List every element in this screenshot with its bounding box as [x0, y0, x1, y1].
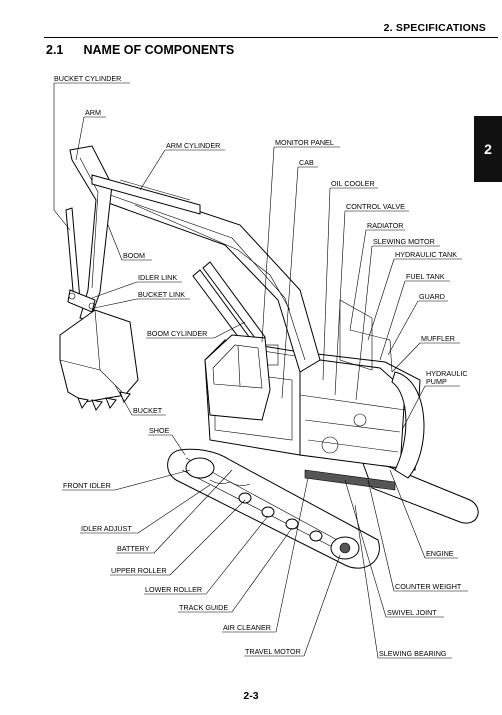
- label-arm-cylinder: ARM CYLINDER: [166, 141, 220, 150]
- label-slewing-motor: SLEWING MOTOR: [373, 237, 435, 246]
- label-bucket-cylinder: BUCKET CYLINDER: [54, 74, 121, 83]
- boom: [94, 179, 321, 373]
- bucket-shape: [59, 309, 139, 412]
- label-air-cleaner: AIR CLEANER: [223, 623, 271, 632]
- label-slewing-bearing: SLEWING BEARING: [379, 649, 447, 658]
- label-shoe: SHOE: [149, 426, 170, 435]
- label-front-idler: FRONT IDLER: [63, 481, 111, 490]
- label-bucket: BUCKET: [133, 406, 163, 415]
- chapter-tab-number: 2: [484, 141, 492, 157]
- label-counter-weight: COUNTER WEIGHT: [395, 582, 462, 591]
- label-track-guide: TRACK GUIDE: [179, 603, 228, 612]
- label-battery: BATTERY: [117, 544, 150, 553]
- running-header: 2. SPECIFICATIONS: [383, 22, 486, 34]
- label-travel-motor: TRAVEL MOTOR: [245, 647, 301, 656]
- label-arm: ARM: [85, 108, 101, 117]
- label-cab: CAB: [299, 158, 314, 167]
- counterweight-shape: [391, 371, 425, 479]
- label-oil-cooler: OIL COOLER: [331, 179, 375, 188]
- component-labels: BUCKET CYLINDER ARM ARM CYLINDER MONITOR…: [54, 74, 468, 658]
- label-idler-link: IDLER LINK: [138, 273, 177, 282]
- cab-shape: [204, 334, 271, 421]
- section-heading: 2.1 NAME OF COMPONENTS: [46, 43, 234, 57]
- section-title: NAME OF COMPONENTS: [83, 43, 235, 57]
- label-swivel-joint: SWIVEL JOINT: [387, 608, 437, 617]
- label-guard: GUARD: [419, 292, 445, 301]
- label-control-valve: CONTROL VALVE: [346, 202, 405, 211]
- label-upper-roller: UPPER ROLLER: [111, 566, 167, 575]
- label-hydraulic-tank: HYDRAULIC TANK: [395, 250, 457, 259]
- label-boom-cylinder: BOOM CYLINDER: [147, 329, 207, 338]
- header-rule: [44, 37, 498, 38]
- label-engine: ENGINE: [426, 549, 454, 558]
- label-hydraulic-pump-line2: PUMP: [426, 377, 447, 386]
- crawler-track: [167, 448, 479, 569]
- label-boom: BOOM: [123, 251, 145, 260]
- arm-cylinder-shape: [91, 174, 201, 215]
- label-monitor-panel: MONITOR PANEL: [275, 138, 334, 147]
- excavator-illustration: [59, 145, 479, 569]
- label-radiator: RADIATOR: [367, 221, 403, 230]
- label-idler-adjust: IDLER ADJUST: [81, 524, 132, 533]
- bucket-cylinder-shape: [65, 207, 81, 303]
- page-number: 2-3: [243, 690, 259, 702]
- leader-lines: [53, 82, 468, 659]
- label-hydraulic-pump-line1: HYDRAULIC: [426, 369, 468, 378]
- label-bucket-link: BUCKET LINK: [138, 290, 185, 299]
- label-lower-roller: LOWER ROLLER: [145, 585, 202, 594]
- label-muffler: MUFFLER: [421, 334, 455, 343]
- label-fuel-tank: FUEL TANK: [406, 272, 445, 281]
- chapter-tab: 2: [474, 116, 502, 182]
- section-number: 2.1: [46, 43, 64, 57]
